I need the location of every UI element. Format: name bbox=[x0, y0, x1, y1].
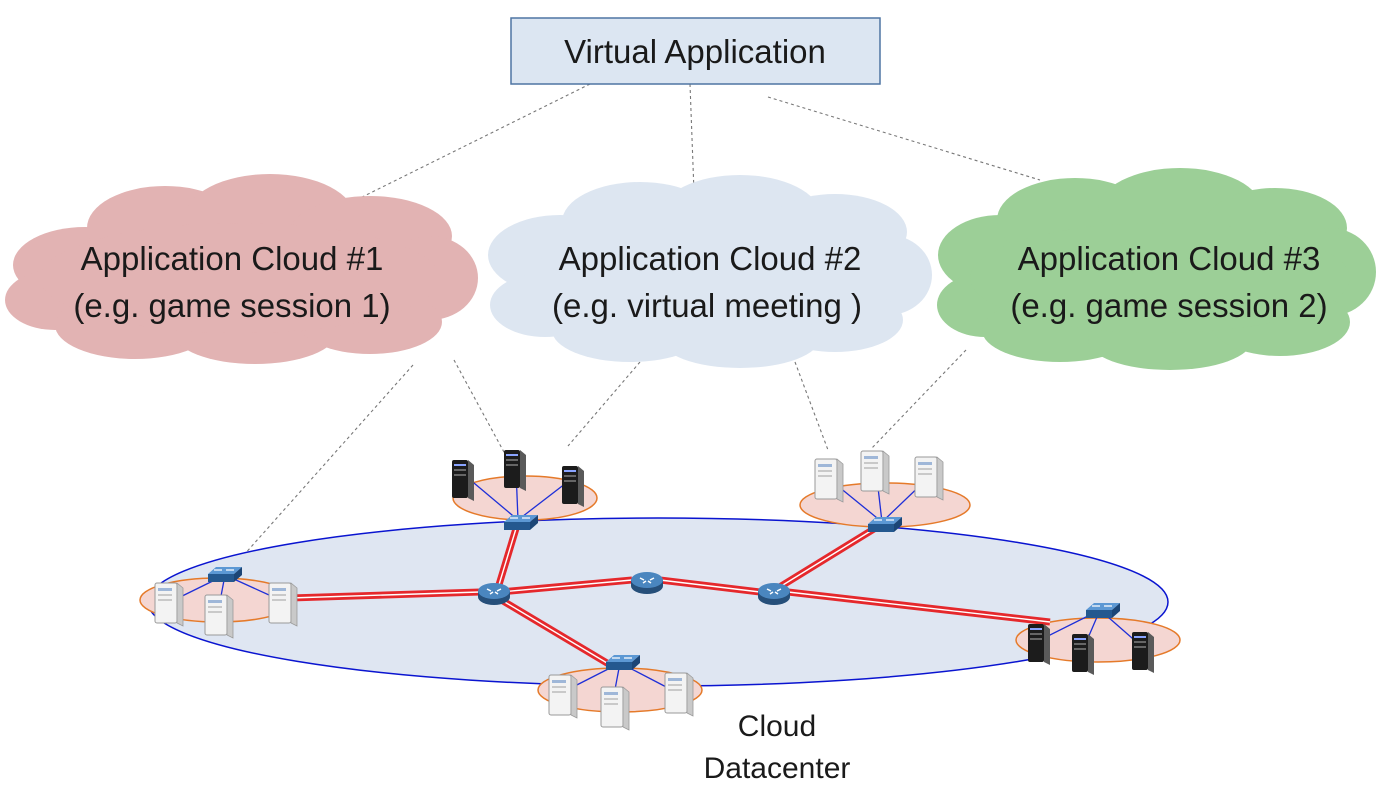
server-white-icon bbox=[814, 458, 844, 503]
application-cloud-1 bbox=[5, 174, 478, 364]
virtual-application-box bbox=[510, 17, 881, 85]
application-cloud-3 bbox=[937, 168, 1376, 370]
datacenter-label-line2: Datacenter bbox=[704, 752, 851, 785]
cloud-1-subtitle: (e.g. game session 1) bbox=[73, 287, 390, 324]
server-white-icon bbox=[600, 686, 630, 731]
server-white-icon bbox=[860, 450, 890, 495]
dashed-connectors bbox=[242, 83, 1041, 557]
cloud-2-title: Application Cloud #2 bbox=[559, 240, 862, 277]
server-white-icon bbox=[664, 672, 694, 717]
cloud-3-subtitle: (e.g. game session 2) bbox=[1010, 287, 1327, 324]
server-black-icon bbox=[1072, 634, 1094, 675]
server-black-icon bbox=[562, 466, 584, 507]
server-black-icon bbox=[452, 460, 474, 501]
datacenter-label-line1: Cloud bbox=[738, 710, 816, 743]
server-white-icon bbox=[154, 582, 184, 627]
cloud-1-title: Application Cloud #1 bbox=[81, 240, 384, 277]
application-cloud-2 bbox=[488, 175, 932, 368]
router-icon bbox=[477, 582, 511, 606]
server-white-icon bbox=[548, 674, 578, 719]
cloud-3-title: Application Cloud #3 bbox=[1018, 240, 1321, 277]
server-black-icon bbox=[1028, 624, 1050, 665]
router-icon bbox=[757, 582, 791, 606]
virtual-application-label: Virtual Application bbox=[564, 33, 826, 70]
backbone-links bbox=[289, 520, 1051, 670]
cloud-2-subtitle: (e.g. virtual meeting ) bbox=[552, 287, 862, 324]
router-icon bbox=[630, 571, 664, 595]
server-white-icon bbox=[268, 582, 298, 627]
server-white-icon bbox=[204, 594, 234, 639]
server-black-icon bbox=[504, 450, 526, 491]
server-black-icon bbox=[1132, 632, 1154, 673]
server-white-icon bbox=[914, 456, 944, 501]
datacenter-ellipse bbox=[147, 517, 1169, 687]
